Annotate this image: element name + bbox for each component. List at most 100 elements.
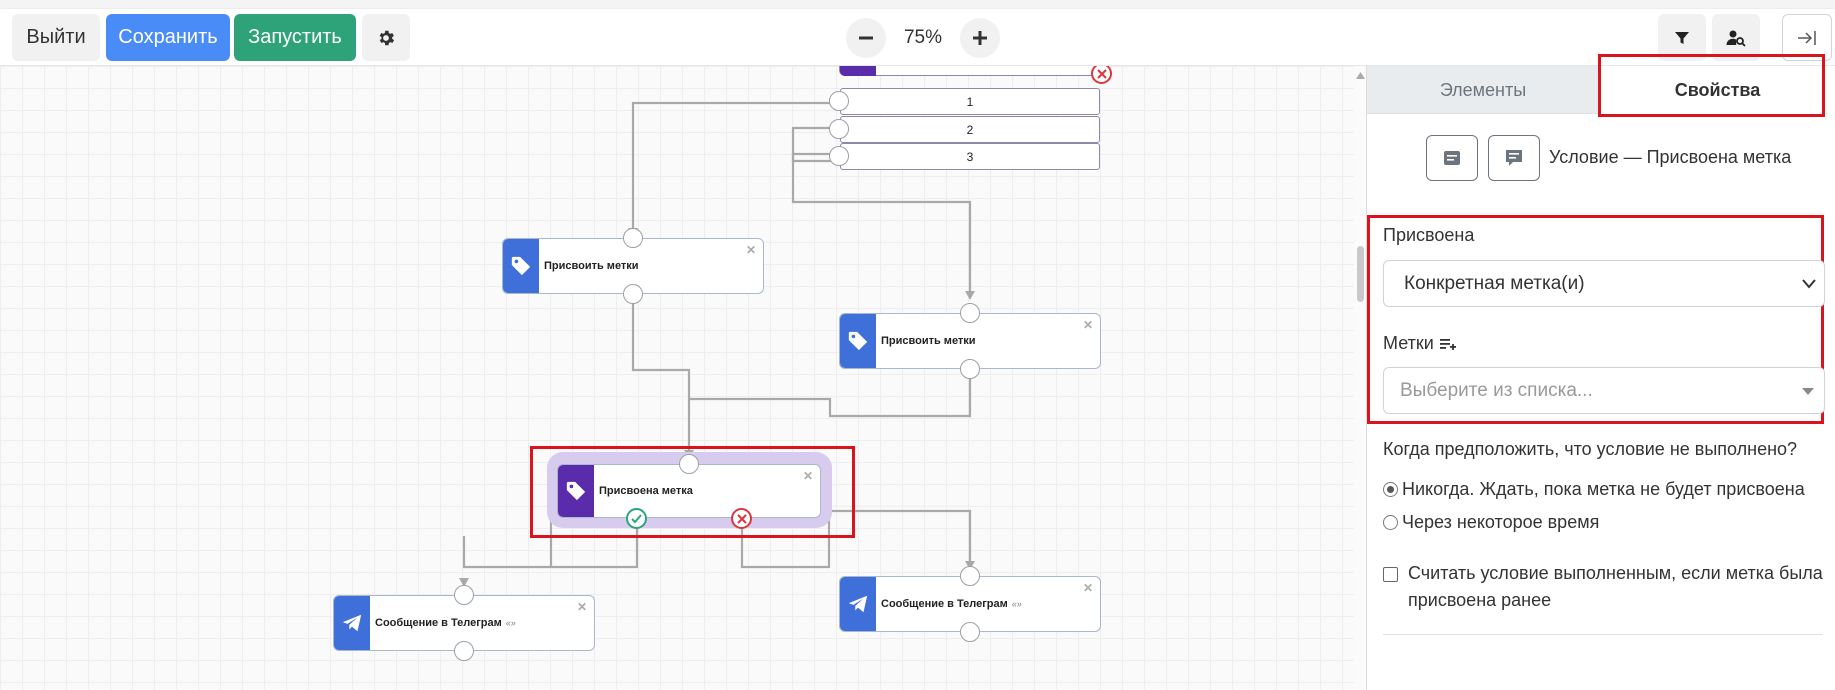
node-icon-area (334, 596, 370, 650)
option-row-label: 2 (966, 122, 974, 137)
tags-select-placeholder: Выберите из списка... (1400, 379, 1593, 401)
error-port[interactable] (1091, 66, 1112, 84)
add-list-icon[interactable] (1439, 337, 1456, 351)
arrowhead (965, 561, 975, 570)
node-icon-area (503, 239, 539, 293)
already-assigned-checkbox[interactable] (1383, 567, 1398, 582)
input-port[interactable] (623, 228, 643, 248)
user-search-button[interactable] (1712, 14, 1760, 61)
canvas-scrollbar-thumb[interactable] (1357, 246, 1364, 302)
zoom-in-button[interactable] (960, 18, 1000, 58)
canvas-scrollbar[interactable] (1354, 66, 1366, 690)
node-label-text: Сообщение в Телеграм (881, 598, 1008, 610)
success-port[interactable] (626, 508, 647, 529)
node-label-suffix: «» (505, 618, 516, 628)
annotation-highlight-node (530, 446, 855, 538)
check-icon (631, 513, 642, 523)
chat-bubble-icon (1506, 150, 1522, 166)
node-close-icon[interactable]: ✕ (745, 243, 756, 257)
radio-button[interactable] (1383, 482, 1398, 497)
connection (740, 458, 972, 569)
node-label: Присвоена метка (599, 485, 693, 497)
error-port[interactable] (731, 508, 752, 529)
chevron-down-icon (1802, 279, 1816, 289)
radio-label: Через некоторое время (1402, 512, 1600, 532)
annotation-highlight-tab (1598, 54, 1825, 117)
node-label-text: Сообщение в Телеграм (375, 617, 502, 629)
annotation-highlight-fields (1367, 215, 1824, 424)
radio-after-time[interactable]: Через некоторое время (1383, 512, 1599, 533)
collapse-panel-button[interactable] (1782, 14, 1832, 61)
message-square-icon (1444, 151, 1460, 165)
close-icon (736, 513, 747, 524)
node-label: Сообщение в Телеграм«» (375, 617, 516, 629)
tag-icon (566, 481, 586, 501)
zoom-out-button[interactable] (846, 18, 886, 58)
properties-panel: Элементы Свойства Условие — Присвоена ме… (1366, 54, 1835, 690)
settings-button[interactable] (362, 14, 410, 61)
option-row-3[interactable]: 3 (840, 143, 1100, 170)
telegram-icon (848, 595, 868, 613)
user-search-icon (1726, 30, 1746, 47)
node-label: Сообщение в Телеграм«» (881, 598, 1022, 610)
node-icon-area (840, 66, 876, 76)
panel-tabs: Элементы Свойства (1367, 66, 1835, 114)
input-port[interactable] (679, 454, 699, 474)
connection (791, 126, 838, 163)
divider (1383, 634, 1823, 635)
tags-label: Метки (1383, 333, 1456, 354)
telegram-icon (342, 614, 362, 632)
node-type-button-2[interactable] (1488, 135, 1540, 181)
output-port[interactable] (960, 622, 980, 642)
option-row-2[interactable]: 2 (840, 116, 1100, 143)
tab-elements[interactable]: Элементы (1439, 79, 1527, 100)
tag-icon (511, 256, 531, 276)
failure-question: Когда предположить, что условие не выпол… (1383, 439, 1798, 459)
save-button[interactable]: Сохранить (106, 14, 230, 61)
scroll-up-icon[interactable] (1356, 72, 1365, 79)
filter-icon (1675, 31, 1689, 44)
output-port[interactable] (829, 146, 849, 166)
arrowhead (965, 291, 975, 300)
arrow-to-right-icon (1798, 30, 1816, 45)
input-port[interactable] (454, 585, 474, 605)
output-port[interactable] (829, 91, 849, 111)
tags-select[interactable]: Выберите из списка... (1383, 367, 1825, 414)
already-assigned-checkbox-row[interactable]: Считать условие выполненным, если метка … (1383, 560, 1828, 614)
flow-canvas[interactable]: 1 2 3 Присвоить метки ✕ Присвоить метки … (0, 66, 1366, 690)
tag-icon (848, 331, 868, 351)
assigned-select[interactable]: Конкретная метка(и) (1383, 260, 1825, 307)
output-port[interactable] (829, 119, 849, 139)
tab-properties[interactable]: Свойства (1599, 66, 1835, 114)
option-row-label: 1 (966, 94, 974, 109)
node-type-button-1[interactable] (1426, 135, 1478, 181)
filter-button[interactable] (1658, 14, 1706, 61)
plus-icon (973, 31, 987, 45)
input-port[interactable] (960, 566, 980, 586)
input-port[interactable] (960, 303, 980, 323)
minus-icon (859, 36, 873, 40)
node-close-icon[interactable]: ✕ (1082, 318, 1093, 332)
gear-icon (379, 30, 395, 45)
node-label: Присвоить метки (881, 335, 976, 347)
connections-layer (459, 101, 975, 587)
top-toolbar: Выйти Сохранить Запустить 75% (0, 0, 1835, 66)
node-label: Присвоить метки (544, 260, 639, 272)
connection (689, 340, 972, 418)
radio-never[interactable]: Никогда. Ждать, пока метка не будет прис… (1383, 479, 1805, 500)
node-close-icon[interactable]: ✕ (1082, 581, 1093, 595)
radio-label: Никогда. Ждать, пока метка не будет прис… (1402, 479, 1805, 499)
node-close-icon[interactable]: ✕ (576, 600, 587, 614)
tags-label-text: Метки (1383, 333, 1434, 353)
output-port[interactable] (623, 284, 643, 304)
condition-node-top[interactable] (839, 66, 1101, 76)
connection (631, 270, 691, 450)
option-row-1[interactable]: 1 (840, 88, 1100, 115)
exit-button[interactable]: Выйти (12, 14, 100, 61)
assigned-select-value: Конкретная метка(и) (1404, 272, 1585, 294)
radio-button[interactable] (1383, 515, 1398, 530)
node-close-icon[interactable]: ✕ (802, 469, 813, 483)
run-button[interactable]: Запустить (234, 14, 356, 61)
output-port[interactable] (454, 641, 474, 661)
output-port[interactable] (960, 359, 980, 379)
